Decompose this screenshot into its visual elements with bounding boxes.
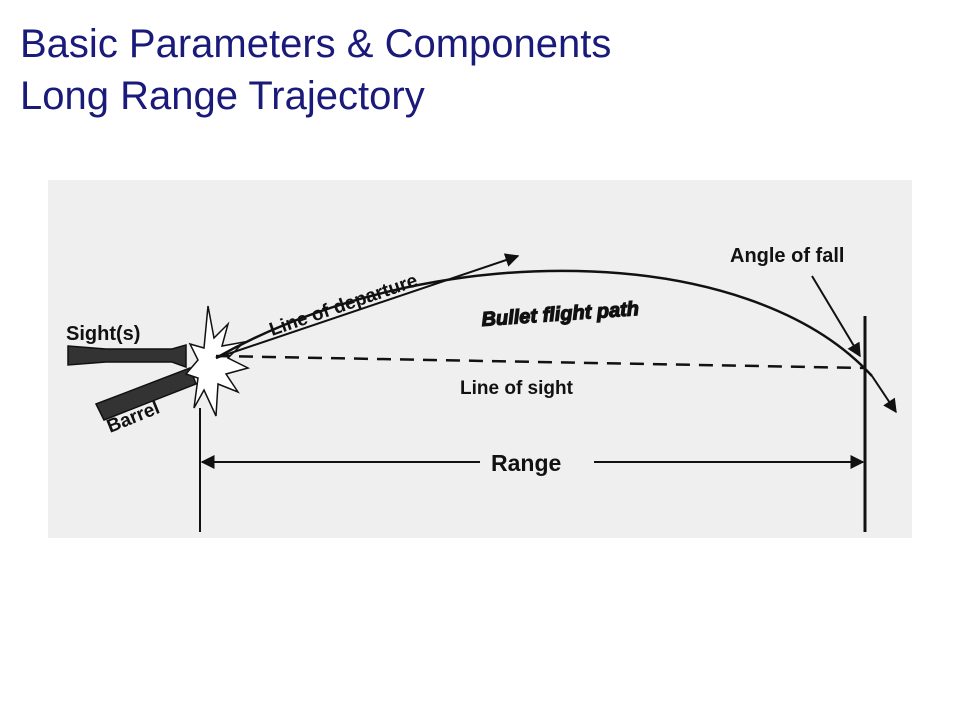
- sights-label: Sight(s): [66, 323, 140, 345]
- title-line-2: Long Range Trajectory: [20, 74, 425, 118]
- slide-title: Basic Parameters & Components Long Range…: [20, 18, 611, 122]
- trajectory-diagram: Sight(s) Barrel Line of departure Bullet…: [48, 180, 912, 538]
- bullet-flight-path-curve: [215, 269, 873, 377]
- figure-background: [48, 180, 912, 538]
- angle-of-fall-label: Angle of fall: [730, 245, 844, 267]
- line-of-departure-arrow: [215, 253, 520, 359]
- angle-of-fall-pointer: [811, 275, 861, 358]
- sight-icon: [67, 344, 187, 369]
- line-of-sight-dashed: [215, 354, 865, 370]
- line-of-sight-label: Line of sight: [460, 378, 574, 399]
- range-label: Range: [491, 450, 561, 476]
- title-line-1: Basic Parameters & Components: [20, 22, 612, 66]
- muzzle-flash-icon: [184, 305, 251, 417]
- bullet-path-descent-arrow: [871, 375, 897, 414]
- barrel-icon: [94, 367, 197, 421]
- trajectory-diagram-svg: Sight(s) Barrel Line of departure Bullet…: [48, 180, 912, 538]
